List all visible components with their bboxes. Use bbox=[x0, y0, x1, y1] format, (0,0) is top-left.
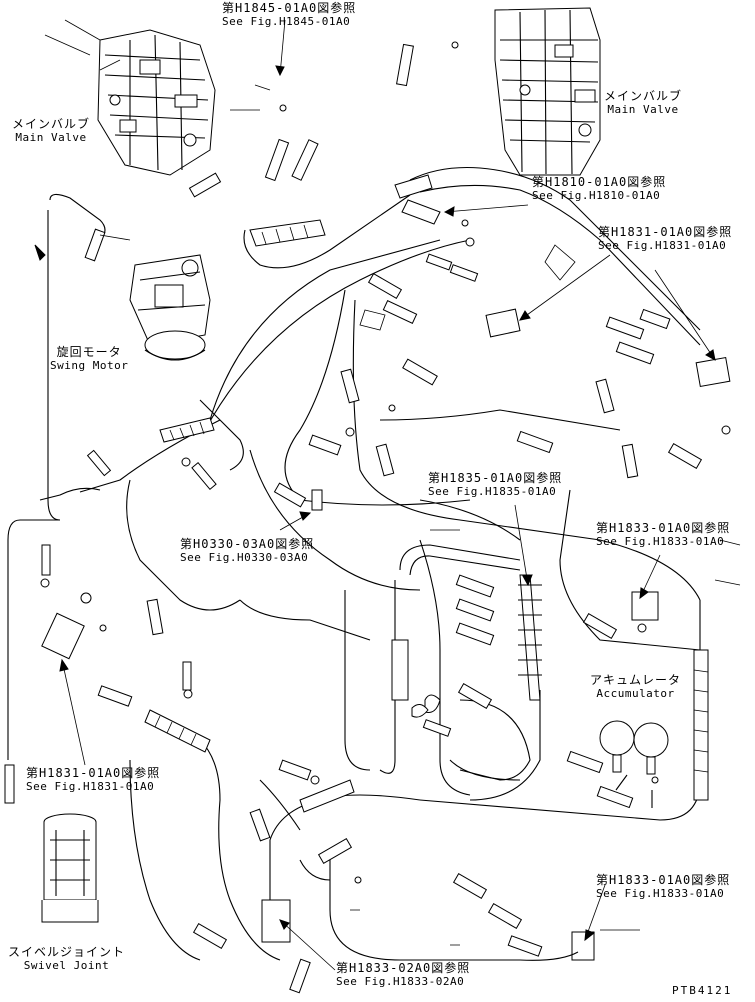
swing-motor-label: 旋回モータ Swing Motor bbox=[50, 345, 129, 373]
ref-h0330-en: See Fig.H0330-03A0 bbox=[180, 551, 309, 564]
main-valve-right bbox=[494, 7, 601, 176]
ref-h1810-label: 第H1810-01A0図参照 See Fig.H1810-01A0 bbox=[532, 175, 667, 203]
swivel-joint-ja: スイベルジョイント bbox=[8, 945, 126, 959]
leader-lines bbox=[44, 19, 741, 971]
main-valve-left bbox=[97, 29, 216, 176]
swivel-joint bbox=[41, 813, 99, 923]
ref-h1845-en: See Fig.H1845-01A0 bbox=[222, 15, 351, 28]
ref-h1831-bottom-en: See Fig.H1831-01A0 bbox=[26, 780, 155, 793]
ref-h0330-ja: 第H0330-03A0図参照 bbox=[180, 537, 315, 551]
main-valve-left-en: Main Valve bbox=[15, 131, 87, 144]
ref-h1831-top-label: 第H1831-01A0図参照 See Fig.H1831-01A0 bbox=[598, 225, 733, 253]
ref-h1833-bottom-en: See Fig.H1833-01A0 bbox=[596, 887, 725, 900]
accumulator-ja: アキュムレータ bbox=[590, 673, 682, 687]
ref-h1835-en: See Fig.H1835-01A0 bbox=[428, 485, 557, 498]
swing-motor-en: Swing Motor bbox=[50, 359, 129, 372]
swivel-joint-label: スイベルジョイント Swivel Joint bbox=[8, 945, 126, 973]
blocks bbox=[41, 308, 731, 961]
swing-motor bbox=[129, 254, 211, 361]
drawing-code: PTB4121 bbox=[672, 984, 733, 997]
ref-h1835-label: 第H1835-01A0図参照 See Fig.H1835-01A0 bbox=[428, 471, 563, 499]
ref-h1833-top-label: 第H1833-01A0図参照 See Fig.H1833-01A0 bbox=[596, 521, 731, 549]
swing-motor-ja: 旋回モータ bbox=[56, 345, 122, 359]
hose-sleeves bbox=[144, 174, 709, 813]
accumulators bbox=[599, 720, 669, 808]
swivel-joint-en: Swivel Joint bbox=[23, 959, 110, 972]
ref-h1831-top-ja: 第H1831-01A0図参照 bbox=[598, 225, 733, 239]
ref-h1835-ja: 第H1835-01A0図参照 bbox=[428, 471, 563, 485]
ref-h1810-en: See Fig.H1810-01A0 bbox=[532, 189, 661, 202]
main-valve-left-ja: メインバルブ bbox=[12, 117, 91, 131]
ref-h1833-bottom-ja: 第H1833-01A0図参照 bbox=[596, 873, 731, 887]
ref-h0330-label: 第H0330-03A0図参照 See Fig.H0330-03A0 bbox=[180, 537, 315, 565]
main-valve-right-label: メインバルブ Main Valve bbox=[604, 89, 683, 117]
ref-h1833-02-ja: 第H1833-02A0図参照 bbox=[336, 961, 471, 975]
main-valve-left-label: メインバルブ Main Valve bbox=[12, 117, 91, 145]
hoses bbox=[7, 167, 701, 961]
ref-h1833-02-label: 第H1833-02A0図参照 See Fig.H1833-02A0 bbox=[336, 961, 471, 989]
ref-h1833-top-ja: 第H1833-01A0図参照 bbox=[596, 521, 731, 535]
ref-h1831-bottom-ja: 第H1831-01A0図参照 bbox=[26, 766, 161, 780]
main-valve-right-ja: メインバルブ bbox=[604, 89, 683, 103]
ref-h1810-ja: 第H1810-01A0図参照 bbox=[532, 175, 667, 189]
accumulator-en: Accumulator bbox=[596, 687, 675, 700]
ref-h1831-bottom-label: 第H1831-01A0図参照 See Fig.H1831-01A0 bbox=[26, 766, 161, 794]
ref-h1845-label: 第H1845-01A0図参照 See Fig.H1845-01A0 bbox=[222, 1, 357, 29]
ref-h1833-bottom-label: 第H1833-01A0図参照 See Fig.H1833-01A0 bbox=[596, 873, 731, 901]
ref-h1833-top-en: See Fig.H1833-01A0 bbox=[596, 535, 725, 548]
ref-h1845-ja: 第H1845-01A0図参照 bbox=[222, 1, 357, 15]
ref-h1831-top-en: See Fig.H1831-01A0 bbox=[598, 239, 727, 252]
ref-h1833-02-en: See Fig.H1833-02A0 bbox=[336, 975, 465, 988]
accumulator-label: アキュムレータ Accumulator bbox=[590, 673, 682, 701]
fittings bbox=[4, 41, 731, 994]
main-valve-right-en: Main Valve bbox=[607, 103, 679, 116]
